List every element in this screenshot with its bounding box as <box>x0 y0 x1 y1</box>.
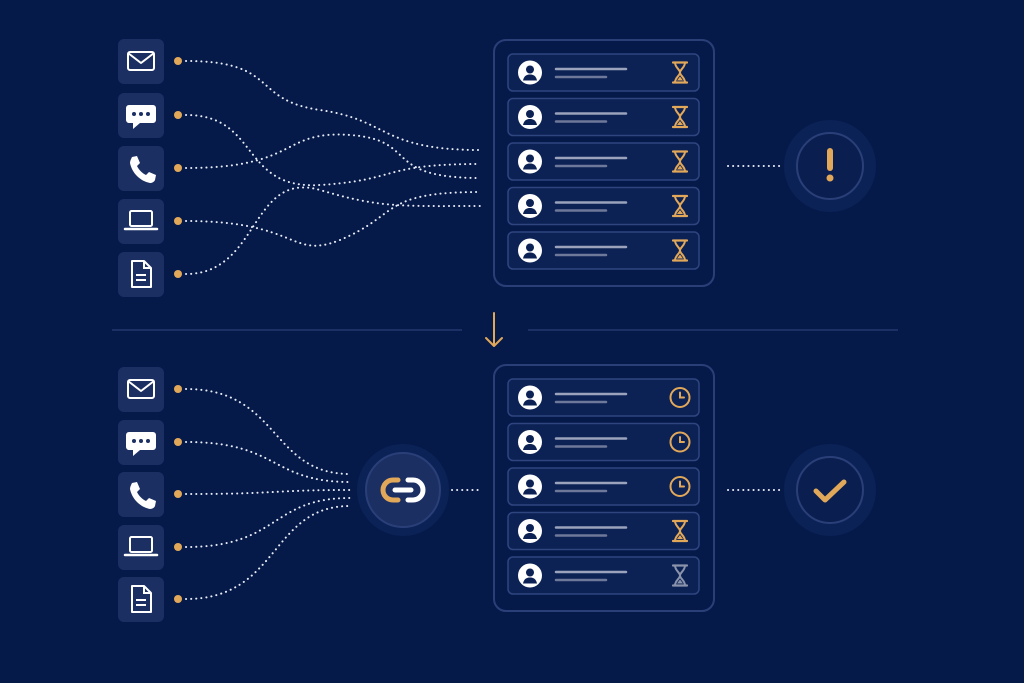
after-queue-row <box>507 422 700 462</box>
user-avatar-icon <box>518 238 542 263</box>
connector-dot <box>174 385 182 393</box>
hourglass-icon <box>671 150 689 173</box>
clock-icon <box>669 431 691 453</box>
after-channel-tile <box>118 577 182 622</box>
before-queue-row <box>507 142 700 181</box>
after-channel-tile <box>118 367 182 412</box>
user-avatar-icon <box>518 519 542 543</box>
clock-icon <box>669 476 691 497</box>
link-icon <box>380 477 426 503</box>
laptop-icon <box>123 210 159 231</box>
user-avatar-icon <box>518 474 542 499</box>
document-icon <box>131 260 152 288</box>
connector-dot <box>174 270 182 278</box>
after-queue-row <box>507 378 700 417</box>
before-tangled-connectors <box>185 60 481 275</box>
after-channel-tile <box>118 420 182 465</box>
after-channel-tile <box>118 472 182 517</box>
before-queue-row <box>507 97 700 137</box>
user-avatar-icon <box>518 60 542 85</box>
connector-dot <box>174 438 182 446</box>
before-channel-tile <box>118 252 182 297</box>
hourglass-icon <box>671 105 689 129</box>
chat-bubble-icon <box>126 432 156 456</box>
after-queue-row <box>507 511 700 551</box>
connector-dot <box>174 217 182 225</box>
before-channel-tile <box>118 93 182 138</box>
laptop-icon <box>123 536 159 557</box>
before-channel-tile <box>118 199 182 244</box>
before-queue-row <box>507 231 700 270</box>
connector-dot <box>174 543 182 551</box>
before-queue-row <box>507 53 700 92</box>
user-avatar-icon <box>518 385 542 410</box>
section-divider <box>112 312 898 347</box>
checkmark-icon <box>813 479 847 503</box>
exclamation-icon <box>826 148 834 182</box>
connector-dot <box>174 111 182 119</box>
user-avatar-icon <box>518 194 542 218</box>
phone-icon <box>130 156 156 183</box>
user-avatar-icon <box>518 149 542 174</box>
user-avatar-icon <box>518 430 542 454</box>
after-link-hub <box>357 444 449 536</box>
clock-icon <box>669 387 691 408</box>
mail-icon <box>127 51 155 71</box>
after-merged-connectors <box>185 388 351 600</box>
after-queue-row <box>507 467 700 506</box>
chat-bubble-icon <box>126 105 156 129</box>
before-channel-tile <box>118 39 182 84</box>
before-queue-panel <box>493 39 715 287</box>
user-avatar-icon <box>518 563 542 588</box>
mail-icon <box>127 379 155 399</box>
hourglass-icon <box>671 194 689 218</box>
before-result-badge <box>784 120 876 212</box>
after-channels <box>118 367 182 622</box>
after-result-badge <box>784 444 876 536</box>
before-queue-row <box>507 186 700 226</box>
connector-dot <box>174 595 182 603</box>
hourglass-icon <box>671 519 689 543</box>
hourglass-icon <box>671 239 689 262</box>
arrow-down-icon <box>485 312 503 347</box>
phone-icon <box>130 482 156 509</box>
connector-dot <box>174 57 182 65</box>
document-icon <box>131 585 152 613</box>
connector-dot <box>174 490 182 498</box>
after-queue-row <box>507 556 700 595</box>
before-channel-tile <box>118 146 182 191</box>
after-queue-panel <box>493 364 715 612</box>
before-channels <box>118 39 182 297</box>
user-avatar-icon <box>518 105 542 129</box>
after-channel-tile <box>118 525 182 570</box>
connector-dot <box>174 164 182 172</box>
hourglass-icon <box>671 61 689 84</box>
hourglass-muted-icon <box>671 564 689 587</box>
